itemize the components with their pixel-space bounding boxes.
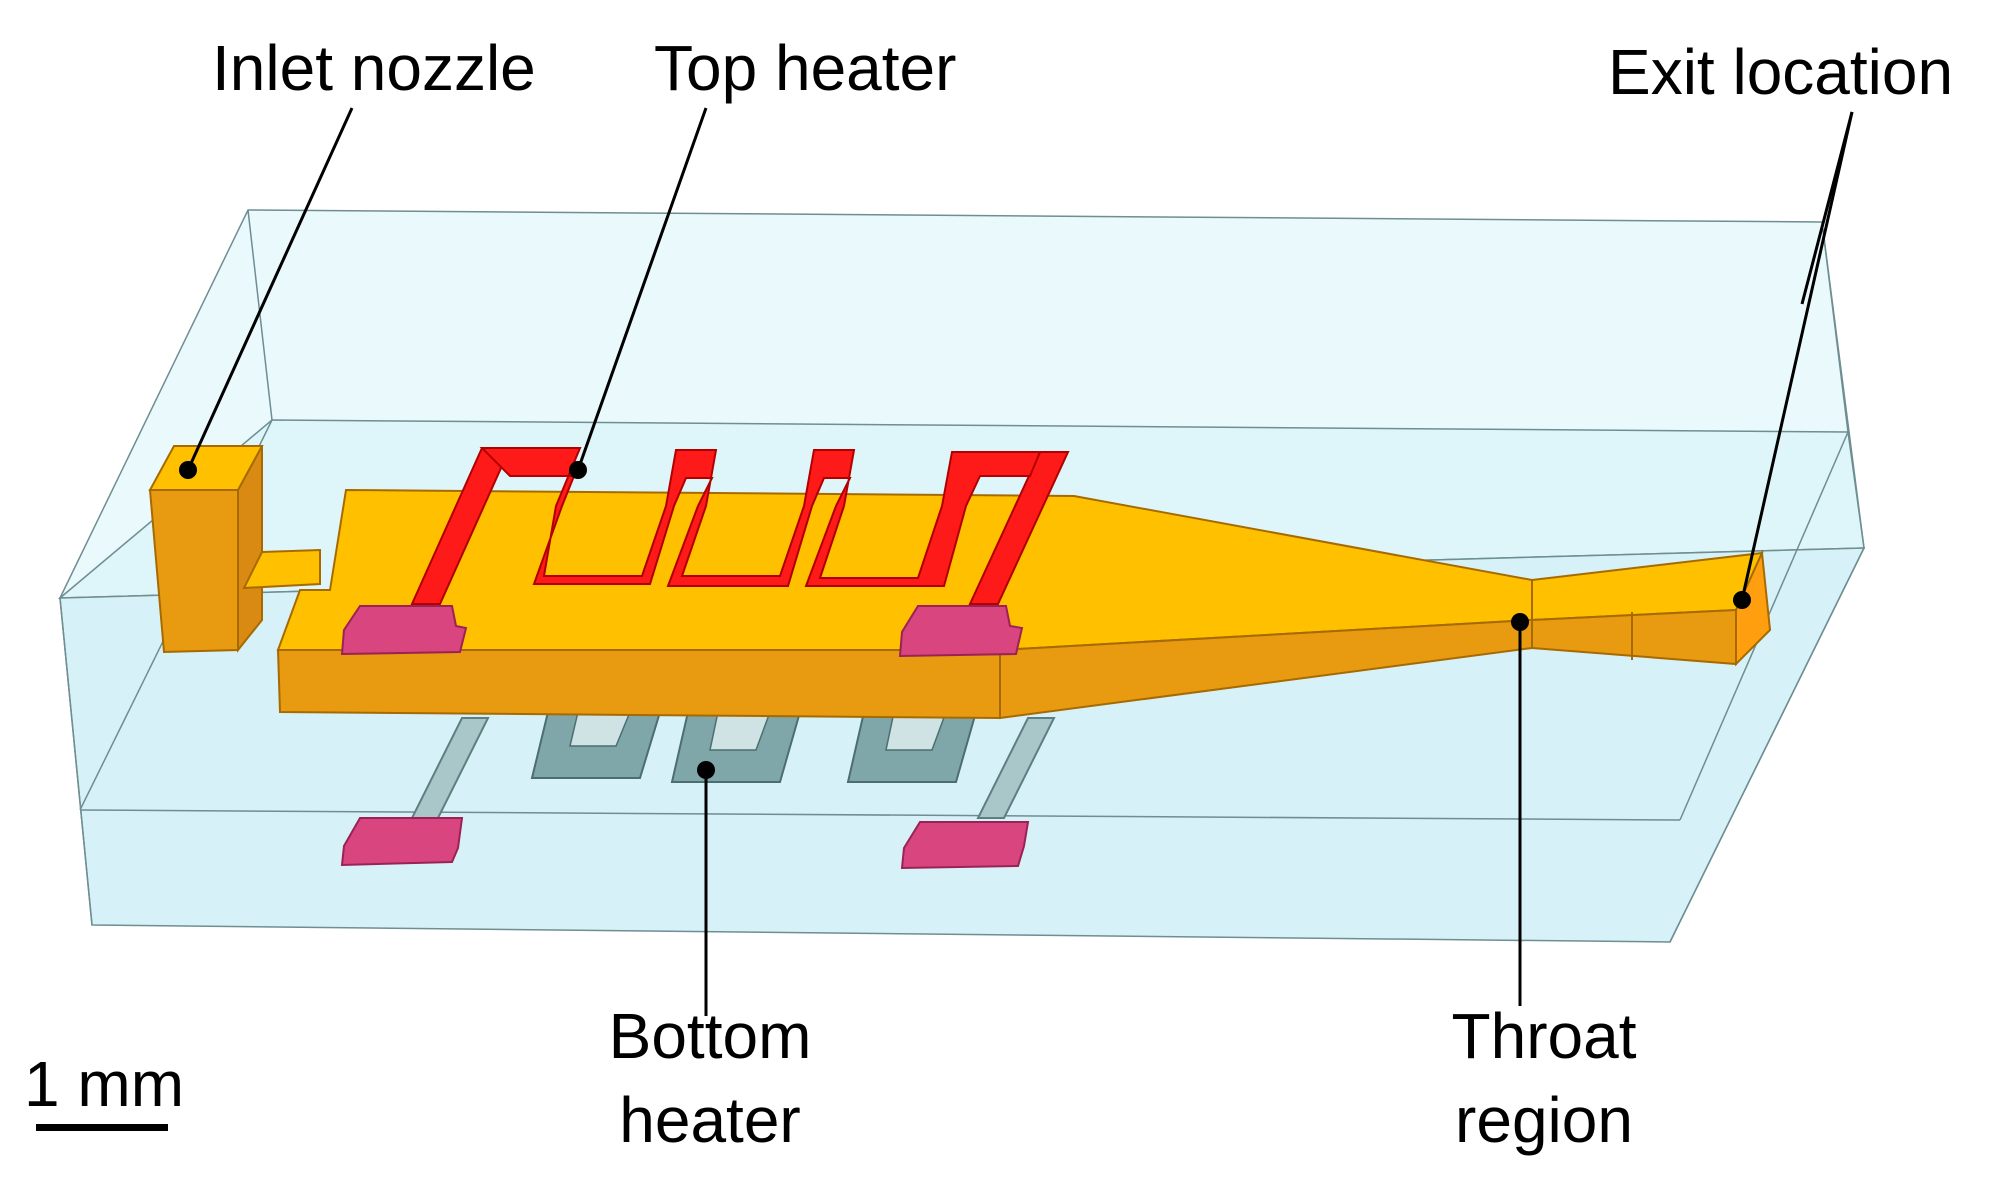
leader-dot-bottom-heater	[697, 761, 715, 779]
leader-line-exit-b	[1800, 111, 1854, 305]
label-exit-location: Exit location	[1608, 36, 1953, 108]
label-bottom-heater-line2: heater	[619, 1084, 800, 1156]
leader-line-top-heater	[576, 107, 708, 471]
label-inlet-nozzle: Inlet nozzle	[212, 32, 536, 104]
bottom-heater-lead-right	[976, 717, 1056, 819]
contact-pad	[340, 817, 464, 867]
contact-pad	[898, 605, 1024, 658]
top-heater-meander	[479, 447, 1042, 587]
exit-end-face	[1735, 549, 1772, 667]
top-heater-lead-right	[968, 451, 1070, 605]
leader-dot-exit	[1733, 591, 1751, 609]
channel	[148, 445, 1772, 720]
label-scale-bar: 1 mm	[24, 1048, 184, 1120]
label-bottom-heater-line1: Bottom	[609, 1000, 812, 1072]
scale-bar	[36, 1124, 168, 1131]
inlet-nozzle-front	[148, 489, 239, 654]
label-throat-region-line1: Throat	[1452, 1000, 1637, 1072]
inlet-neck-top	[242, 548, 321, 590]
channel-front-face	[276, 649, 1001, 720]
top-pads	[340, 605, 1024, 658]
substrate-edge	[1669, 547, 1865, 943]
top-heater	[410, 447, 1070, 605]
leader-dot-throat	[1511, 613, 1529, 631]
label-top-heater: Top heater	[654, 32, 956, 104]
contact-pad	[340, 605, 468, 656]
labels: Inlet nozzle Top heater Exit location Bo…	[24, 32, 1953, 1156]
substrate-edge	[59, 597, 93, 926]
substrate-edge	[1821, 221, 1849, 433]
substrate-edge	[247, 209, 273, 421]
substrate-edge	[79, 809, 1681, 821]
leader-dot-inlet	[179, 461, 197, 479]
leader-line-exit-a	[1740, 111, 1854, 601]
bottom-pads	[340, 817, 1030, 870]
inlet-nozzle-top	[148, 445, 264, 491]
leader-lines	[179, 107, 1854, 1016]
leader-dot-top-heater	[569, 461, 587, 479]
contact-pad	[900, 821, 1030, 870]
leader-line-inlet	[186, 107, 354, 471]
label-throat-region-line2: region	[1455, 1084, 1633, 1156]
